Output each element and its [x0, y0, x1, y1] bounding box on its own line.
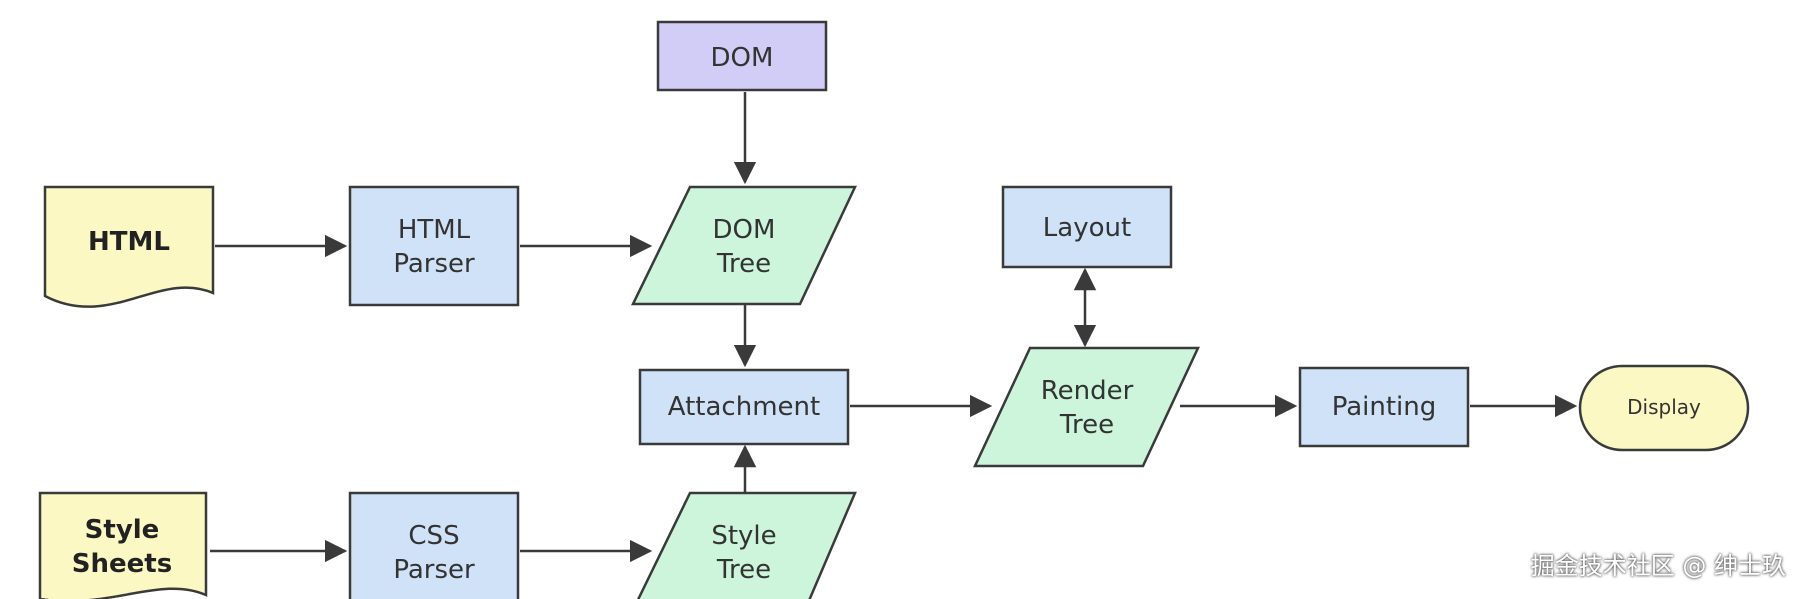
node-attachment: Attachment: [638, 368, 850, 446]
node-display-label: Display: [1627, 395, 1701, 419]
node-html-document: HTML: [43, 185, 215, 308]
node-render-tree-line1: Render: [1041, 376, 1134, 406]
node-render-tree-line2: Tree: [1059, 410, 1114, 440]
node-html-parser: HTML Parser: [348, 185, 520, 307]
node-dom-tree-line2: Tree: [716, 249, 771, 279]
node-html-document-label: HTML: [88, 227, 170, 257]
node-attachment-label: Attachment: [668, 392, 820, 422]
node-painting: Painting: [1298, 366, 1470, 448]
node-html-parser-line2: Parser: [393, 249, 475, 279]
node-style-tree: Style Tree: [636, 491, 857, 599]
node-layout: Layout: [1001, 185, 1173, 269]
node-dom-label: DOM: [711, 43, 774, 73]
node-dom-tree: DOM Tree: [631, 185, 857, 306]
node-style-sheets-document: Style Sheets: [38, 491, 208, 599]
node-dom-tree-line1: DOM: [713, 215, 776, 245]
node-display: Display: [1578, 364, 1750, 452]
node-css-parser-line1: CSS: [408, 521, 459, 551]
node-css-parser-line2: Parser: [393, 555, 475, 585]
node-painting-label: Painting: [1332, 392, 1437, 422]
node-css-parser: CSS Parser: [348, 491, 520, 599]
node-style-sheets-line1: Style: [85, 515, 160, 545]
node-style-tree-line2: Tree: [716, 555, 771, 585]
watermark-text: 掘金技术社区 @ 绅士玖: [1530, 552, 1786, 580]
node-style-tree-line1: Style: [711, 521, 776, 551]
node-html-parser-line1: HTML: [398, 215, 471, 245]
node-dom: DOM: [656, 20, 828, 92]
node-render-tree: Render Tree: [973, 346, 1200, 468]
node-layout-label: Layout: [1043, 213, 1131, 243]
node-style-sheets-line2: Sheets: [72, 549, 172, 579]
